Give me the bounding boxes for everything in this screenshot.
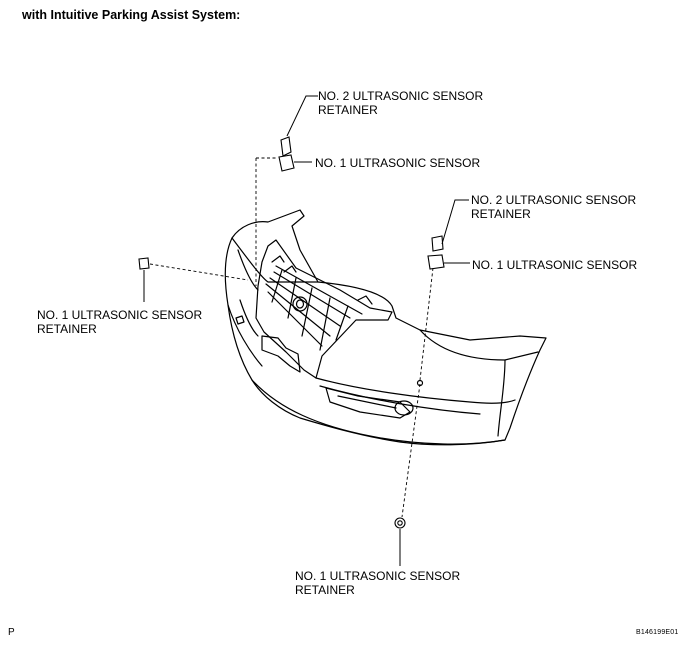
label-sensor-no1-right: NO. 1 ULTRASONIC SENSOR <box>472 258 638 272</box>
label-retainer-no2-right: NO. 2 ULTRASONIC SENSOR RETAINER <box>471 193 637 221</box>
emblem <box>292 296 308 312</box>
label-retainer-no1-bottom: NO. 1 ULTRASONIC SENSOR RETAINER <box>295 569 461 597</box>
label-retainer-no2-left: NO. 2 ULTRASONIC SENSOR RETAINER <box>318 89 484 117</box>
sensor-retainer-no1-side <box>138 257 150 270</box>
label-retainer-no1-side: NO. 1 ULTRASONIC SENSOR RETAINER <box>37 308 203 336</box>
sensor-retainer-no2-right <box>431 235 444 252</box>
grille-surround <box>255 239 393 379</box>
ultrasonic-sensor-no1-left <box>278 154 295 172</box>
license-plate-area <box>261 335 301 373</box>
bumper-cover-outline <box>224 209 547 446</box>
page-title: with Intuitive Parking Assist System: <box>22 8 241 22</box>
label-sensor-no1-left: NO. 1 ULTRASONIC SENSOR <box>315 156 481 170</box>
figure-code: B146199E01 <box>636 629 679 636</box>
sensor-retainer-no2-left <box>280 136 292 157</box>
fog-lamp-opening <box>394 400 414 416</box>
ultrasonic-sensor-no1-right <box>427 254 445 270</box>
page-marker: P <box>8 627 15 638</box>
